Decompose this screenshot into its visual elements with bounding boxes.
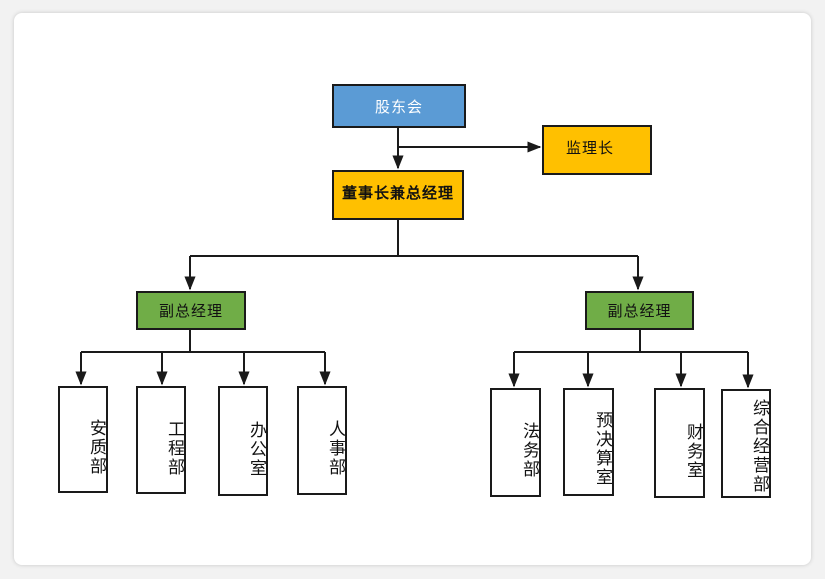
dept-caiwu: 财务室	[654, 388, 705, 498]
node-vp-left: 副总经理	[136, 291, 246, 330]
node-supervisor: 监理长	[542, 125, 652, 175]
dept-gongcheng: 工程部	[136, 386, 186, 494]
dept-fawu: 法务部	[490, 388, 541, 497]
node-vp-right: 副总经理	[585, 291, 694, 330]
dept-anzhi: 安质部	[58, 386, 108, 493]
node-shareholders: 股东会	[332, 84, 466, 128]
node-chairman-gm: 董事长兼总经理	[332, 170, 464, 220]
dept-renshi: 人事部	[297, 386, 347, 495]
dept-yujuesuan: 预决算室	[563, 388, 614, 496]
dept-zonghe: 综合经营部	[721, 389, 771, 498]
dept-bangongshi: 办公室	[218, 386, 268, 496]
